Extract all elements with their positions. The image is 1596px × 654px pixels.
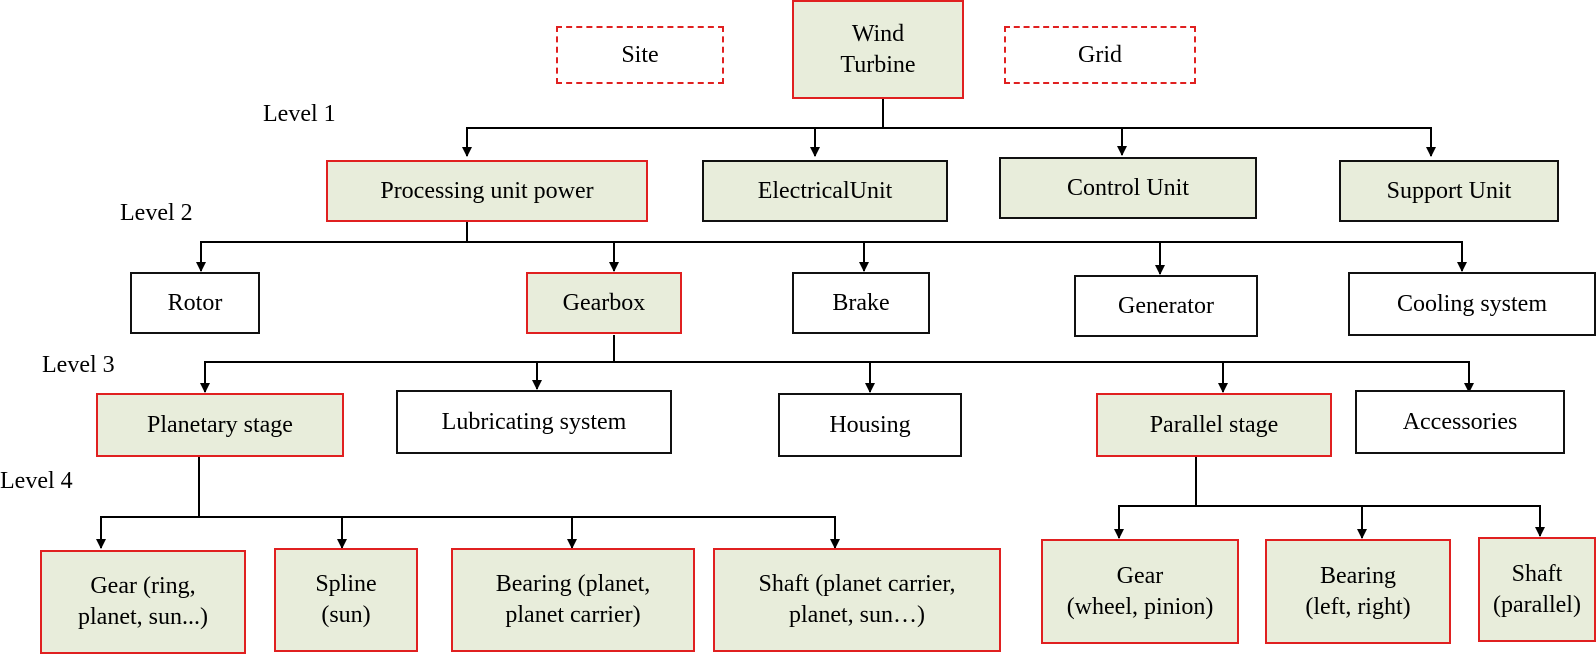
processing-unit-power-box: Processing unit power [326,160,648,222]
cooling-system-box: Cooling system [1348,272,1596,336]
support-unit-box: Support Unit [1339,160,1559,222]
electrical-unit-label: ElectricalUnit [757,177,893,204]
parallel-stage-box: Parallel stage [1096,393,1332,457]
parallel-stage-label: Parallel stage [1149,411,1279,438]
bearing-parallel-box: Bearing (left, right) [1265,539,1451,644]
wind-turbine-label: Wind Turbine [840,20,916,78]
accessories-box: Accessories [1355,390,1565,454]
support-unit-label: Support Unit [1386,177,1512,204]
level-3-label: Level 3 [42,352,115,378]
site-label: Site [621,41,659,68]
control-unit-box: Control Unit [999,157,1257,219]
bearing-planetary-box: Bearing (planet, planet carrier) [451,548,695,652]
bearing-parallel-label: Bearing (left, right) [1305,562,1411,620]
gearbox-label: Gearbox [562,289,646,316]
brake-box: Brake [792,272,930,334]
shaft-parallel-box: Shaft (parallel) [1478,537,1596,642]
rotor-label: Rotor [167,289,223,316]
grid-box: Grid [1004,26,1196,84]
level-2-label: Level 2 [120,200,193,226]
planetary-stage-label: Planetary stage [147,411,293,438]
site-box: Site [556,26,724,84]
gearbox-box: Gearbox [526,272,682,334]
accessories-label: Accessories [1402,408,1518,435]
housing-label: Housing [829,411,911,438]
planetary-stage-box: Planetary stage [96,393,344,457]
brake-label: Brake [832,289,890,316]
generator-label: Generator [1118,292,1214,319]
gear-planetary-box: Gear (ring, planet, sun...) [40,550,246,654]
gear-parallel-label: Gear (wheel, pinion) [1066,562,1214,620]
generator-box: Generator [1074,275,1258,337]
level-4-label: Level 4 [0,468,73,494]
spline-label: Spline (sun) [315,571,377,628]
lubricating-system-label: Lubricating system [441,408,627,435]
shaft-planetary-box: Shaft (planet carrier, planet, sun…) [713,548,1001,652]
electrical-unit-box: ElectricalUnit [702,160,948,222]
housing-box: Housing [778,393,962,457]
gear-planetary-label: Gear (ring, planet, sun...) [78,573,208,630]
bearing-planetary-label: Bearing (planet, planet carrier) [495,571,651,628]
shaft-parallel-label: Shaft (parallel) [1493,560,1581,618]
rotor-box: Rotor [130,272,260,334]
wind-turbine-box: Wind Turbine [792,0,964,99]
lubricating-system-box: Lubricating system [396,390,672,454]
level-1-label: Level 1 [263,101,336,127]
cooling-system-label: Cooling system [1396,290,1547,317]
control-unit-label: Control Unit [1066,174,1189,201]
spline-box: Spline (sun) [274,548,418,652]
grid-label: Grid [1078,41,1122,68]
shaft-planetary-label: Shaft (planet carrier, planet, sun…) [758,571,956,628]
processing-unit-power-label: Processing unit power [380,177,594,204]
gear-parallel-box: Gear (wheel, pinion) [1041,539,1239,644]
